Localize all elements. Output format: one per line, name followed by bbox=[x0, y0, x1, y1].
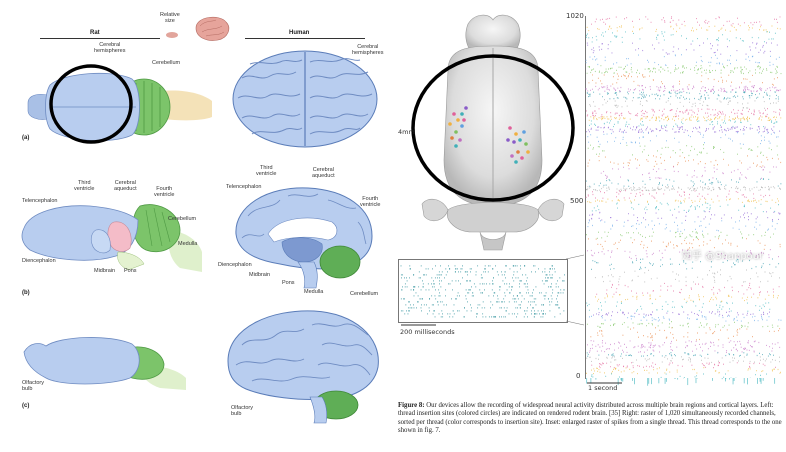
scale-bar-200ms bbox=[401, 324, 436, 326]
insertion-site-dot bbox=[454, 144, 458, 148]
insertion-site-dot bbox=[522, 130, 526, 134]
insertion-site-dot bbox=[454, 130, 458, 134]
human-medulla-label: Medulla bbox=[304, 289, 324, 295]
human-column-head: Human bbox=[289, 30, 310, 36]
insertion-site-dot bbox=[462, 118, 466, 122]
insertion-site-dot bbox=[458, 138, 462, 142]
insertion-site-dot bbox=[450, 136, 454, 140]
human-pons-label: Pons bbox=[282, 280, 295, 286]
highlight-circle-left bbox=[49, 64, 133, 144]
main-raster bbox=[585, 16, 782, 386]
rendered-rodent-brain bbox=[421, 14, 565, 251]
human-fourth-ventricle-label: Fourth ventricle bbox=[360, 196, 381, 208]
human-sagittal-brain bbox=[235, 187, 373, 289]
rat-cerebellum-label: Cerebellum bbox=[152, 60, 181, 66]
caption-figure-label: Figure 8: bbox=[398, 402, 425, 409]
insertion-site-dot bbox=[464, 106, 468, 110]
rat-lateral-brain bbox=[23, 337, 186, 390]
insertion-site-dot bbox=[514, 132, 518, 136]
scale-200ms-label: 200 milliseconds bbox=[400, 328, 455, 336]
rat-third-ventricle-label: Third ventricle bbox=[74, 180, 95, 192]
human-dorsal-brain bbox=[232, 50, 378, 148]
raster-axis-mid: 500 bbox=[570, 197, 584, 205]
rat-sagittal-brain bbox=[21, 204, 202, 272]
human-head-rule bbox=[245, 38, 365, 39]
rat-midbrain-label: Midbrain bbox=[94, 268, 116, 274]
rat-dorsal-brain bbox=[27, 72, 212, 142]
inset-raster bbox=[398, 259, 568, 323]
insertion-site-dot bbox=[524, 142, 528, 146]
insertion-sites-right bbox=[506, 126, 530, 164]
insertion-site-dot bbox=[526, 150, 530, 154]
insertion-site-dot bbox=[516, 150, 520, 154]
caption-text: Our devices allow the recording of wides… bbox=[398, 402, 782, 435]
panel-b-letter: (b) bbox=[22, 290, 30, 296]
figure-caption: Figure 8: Our devices allow the recordin… bbox=[398, 402, 784, 436]
rat-fourth-ventricle-label: Fourth ventricle bbox=[154, 186, 175, 198]
raster-axis-top: 1020 bbox=[566, 12, 584, 20]
insertion-site-dot bbox=[512, 140, 516, 144]
panel-c-letter: (c) bbox=[22, 403, 30, 409]
human-olfactory-label: Olfactory bulb bbox=[231, 405, 254, 417]
insertion-site-dot bbox=[452, 112, 456, 116]
rat-olfactory-label: Olfactory bulb bbox=[22, 380, 45, 392]
human-third-ventricle-label: Third ventricle bbox=[256, 165, 277, 177]
relative-size-icons bbox=[166, 16, 230, 41]
insertion-site-dot bbox=[460, 124, 464, 128]
human-diencephalon-label: Diencephalon bbox=[218, 262, 252, 268]
scale-1s-label: 1 second bbox=[588, 384, 618, 392]
rat-cerebral-aqueduct-label: Cerebral aqueduct bbox=[114, 180, 137, 192]
human-lateral-brain bbox=[227, 310, 379, 424]
insertion-site-dot bbox=[506, 138, 510, 142]
insertion-site-dot bbox=[518, 138, 522, 142]
raster-axis-bottom: 0 bbox=[576, 372, 581, 380]
rat-cerebellum-b-label: Cerebellum bbox=[168, 216, 197, 222]
human-midbrain-label: Midbrain bbox=[249, 272, 271, 278]
rat-medulla-label: Medulla bbox=[178, 241, 198, 247]
insertion-sites-left bbox=[448, 106, 468, 148]
human-cerebral-aqueduct-label: Cerebral aqueduct bbox=[312, 167, 335, 179]
insertion-site-dot bbox=[510, 154, 514, 158]
insertion-site-dot bbox=[456, 118, 460, 122]
rat-telencephalon-label: Telencephalon bbox=[22, 198, 58, 204]
rat-diencephalon-label: Diencephalon bbox=[22, 258, 56, 264]
inset-connector bbox=[565, 254, 585, 326]
rat-head-rule bbox=[40, 38, 160, 39]
rat-pons-label: Pons bbox=[124, 268, 137, 274]
scale-4mm-label: 4mm bbox=[398, 128, 415, 136]
scale-bar-1s bbox=[587, 382, 622, 384]
human-hemispheres-label: Cerebral hemispheres bbox=[352, 44, 384, 56]
rat-hemispheres-label: Cerebral hemispheres bbox=[94, 42, 126, 54]
human-telencephalon-label: Telencephalon bbox=[226, 184, 262, 190]
insertion-site-dot bbox=[448, 122, 452, 126]
insertion-site-dot bbox=[514, 160, 518, 164]
rat-column-head: Rat bbox=[90, 30, 100, 36]
watermark: 知乎 @Shanpour bbox=[682, 251, 764, 262]
relative-size-label: Relative size bbox=[160, 12, 180, 24]
panel-a-letter: (a) bbox=[22, 135, 30, 141]
highlight-circle-right bbox=[411, 54, 575, 202]
insertion-site-dot bbox=[460, 112, 464, 116]
insertion-site-dot bbox=[508, 126, 512, 130]
human-cerebellum-label: Cerebellum bbox=[350, 291, 379, 297]
insertion-site-dot bbox=[520, 156, 524, 160]
